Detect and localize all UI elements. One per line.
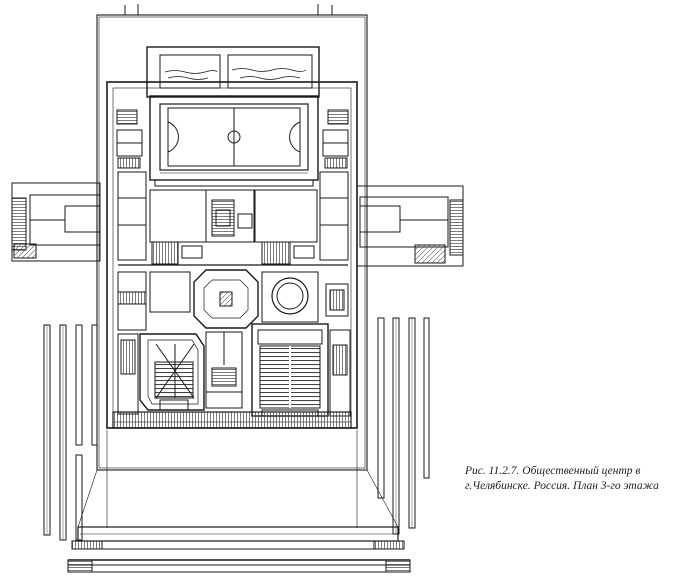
middle-rooms [117,171,349,266]
central-foyer [149,269,259,329]
circular-hall [117,271,349,331]
site-paths [77,430,399,528]
left-corridor-bottom [117,333,139,415]
right-colonnade [377,317,430,535]
right-auditorium [251,323,351,417]
bottom-terrace [112,411,352,429]
central-passage [205,331,243,409]
left-wing [11,182,101,262]
caption-line-1: Рис. 11.2.7. Общественный центр в [465,465,641,477]
left-auditorium [139,333,205,411]
sports-hall [149,95,319,187]
bottom-colonnade [67,526,411,573]
stair-cores-top [116,109,349,169]
site-boundary [96,4,368,471]
main-building [106,46,358,429]
left-colonnade [43,324,98,541]
right-wing [356,185,464,267]
figure-caption: Рис. 11.2.7. Общественный центр в г.Челя… [465,464,671,494]
caption-line-2: г.Челябинске. Россия. План 3-го этажа [465,480,659,492]
